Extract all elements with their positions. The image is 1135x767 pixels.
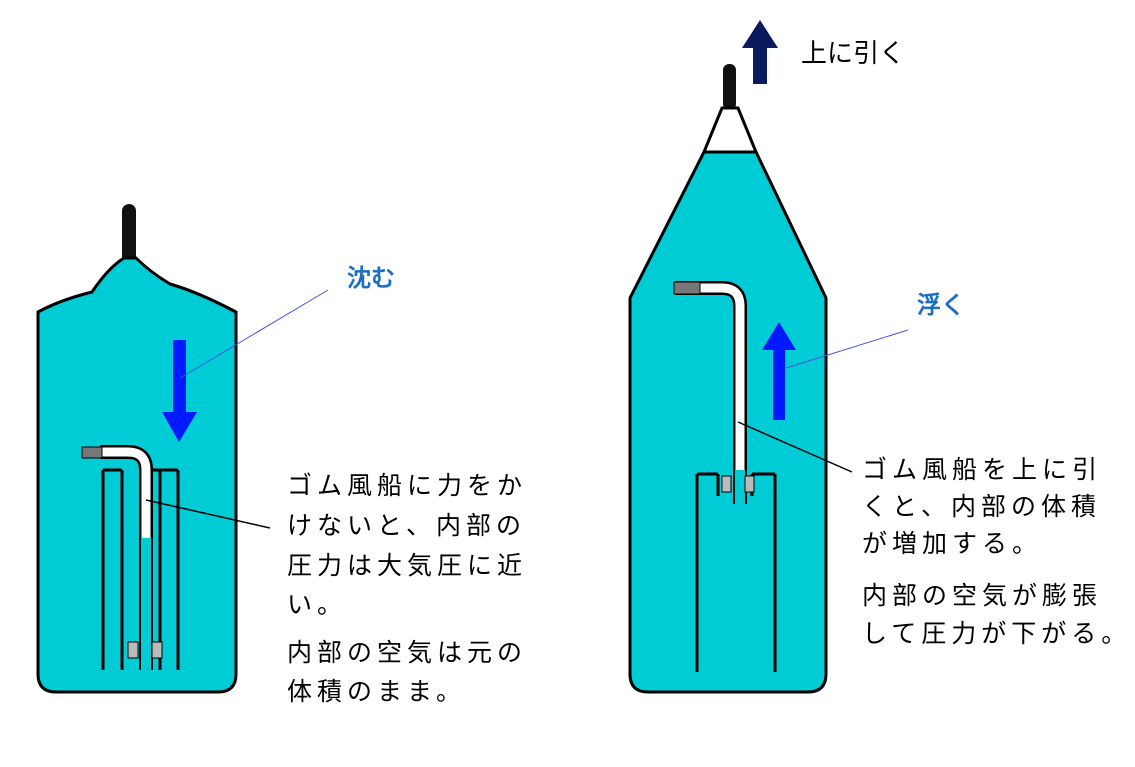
left-note1-line2: けないと、内部の <box>287 511 526 540</box>
right-note1-line3: が増加する。 <box>862 529 1042 558</box>
right-stopper-right <box>744 475 755 493</box>
right-note2-line2: して圧力が下がる。 <box>862 619 1131 648</box>
left-diver <box>81 445 180 670</box>
left-motion-label: 沈む <box>347 264 395 292</box>
left-note1-line3: 圧力は大気圧に近 <box>287 551 527 580</box>
right-bottle <box>628 64 828 694</box>
right-note2-line1: 内部の空気が膨張 <box>862 581 1102 610</box>
right-balloon-knob <box>723 64 736 110</box>
left-note2-line2: 体積のまま。 <box>287 677 466 706</box>
right-bent-tube-inner <box>676 283 745 470</box>
left-bottle <box>36 204 238 694</box>
right-diver <box>673 281 777 672</box>
right-label-leader <box>785 329 909 369</box>
pull-up-label: 上に引く <box>801 39 905 69</box>
right-stopper-left <box>721 475 732 493</box>
right-funnel-air <box>701 106 759 154</box>
left-balloon-knob <box>122 204 136 264</box>
left-note2-line1: 内部の空気は元の <box>287 638 527 667</box>
left-tube-cap <box>81 446 103 459</box>
left-stopper-left <box>127 641 139 659</box>
right-float-arrow <box>762 322 796 420</box>
left-bottle-body <box>36 256 238 694</box>
right-tube-cap <box>673 281 701 295</box>
right-motion-label: 浮く <box>917 291 965 319</box>
left-bent-tube-inner <box>100 447 151 538</box>
right-bottle-body <box>628 150 828 694</box>
left-stopper-right <box>151 641 163 659</box>
left-label-leader <box>179 289 329 379</box>
right-note1-line1: ゴム風船を上に引 <box>862 455 1102 484</box>
left-note1-line4: い。 <box>287 590 347 619</box>
left-note-leader <box>145 499 271 529</box>
right-note1-line2: くと、内部の体積 <box>862 492 1101 521</box>
left-sink-arrow <box>162 340 197 442</box>
right-note-leader <box>737 421 853 473</box>
pull-up-arrow <box>742 20 778 84</box>
left-note1-line1: ゴム風船に力をか <box>287 471 527 500</box>
